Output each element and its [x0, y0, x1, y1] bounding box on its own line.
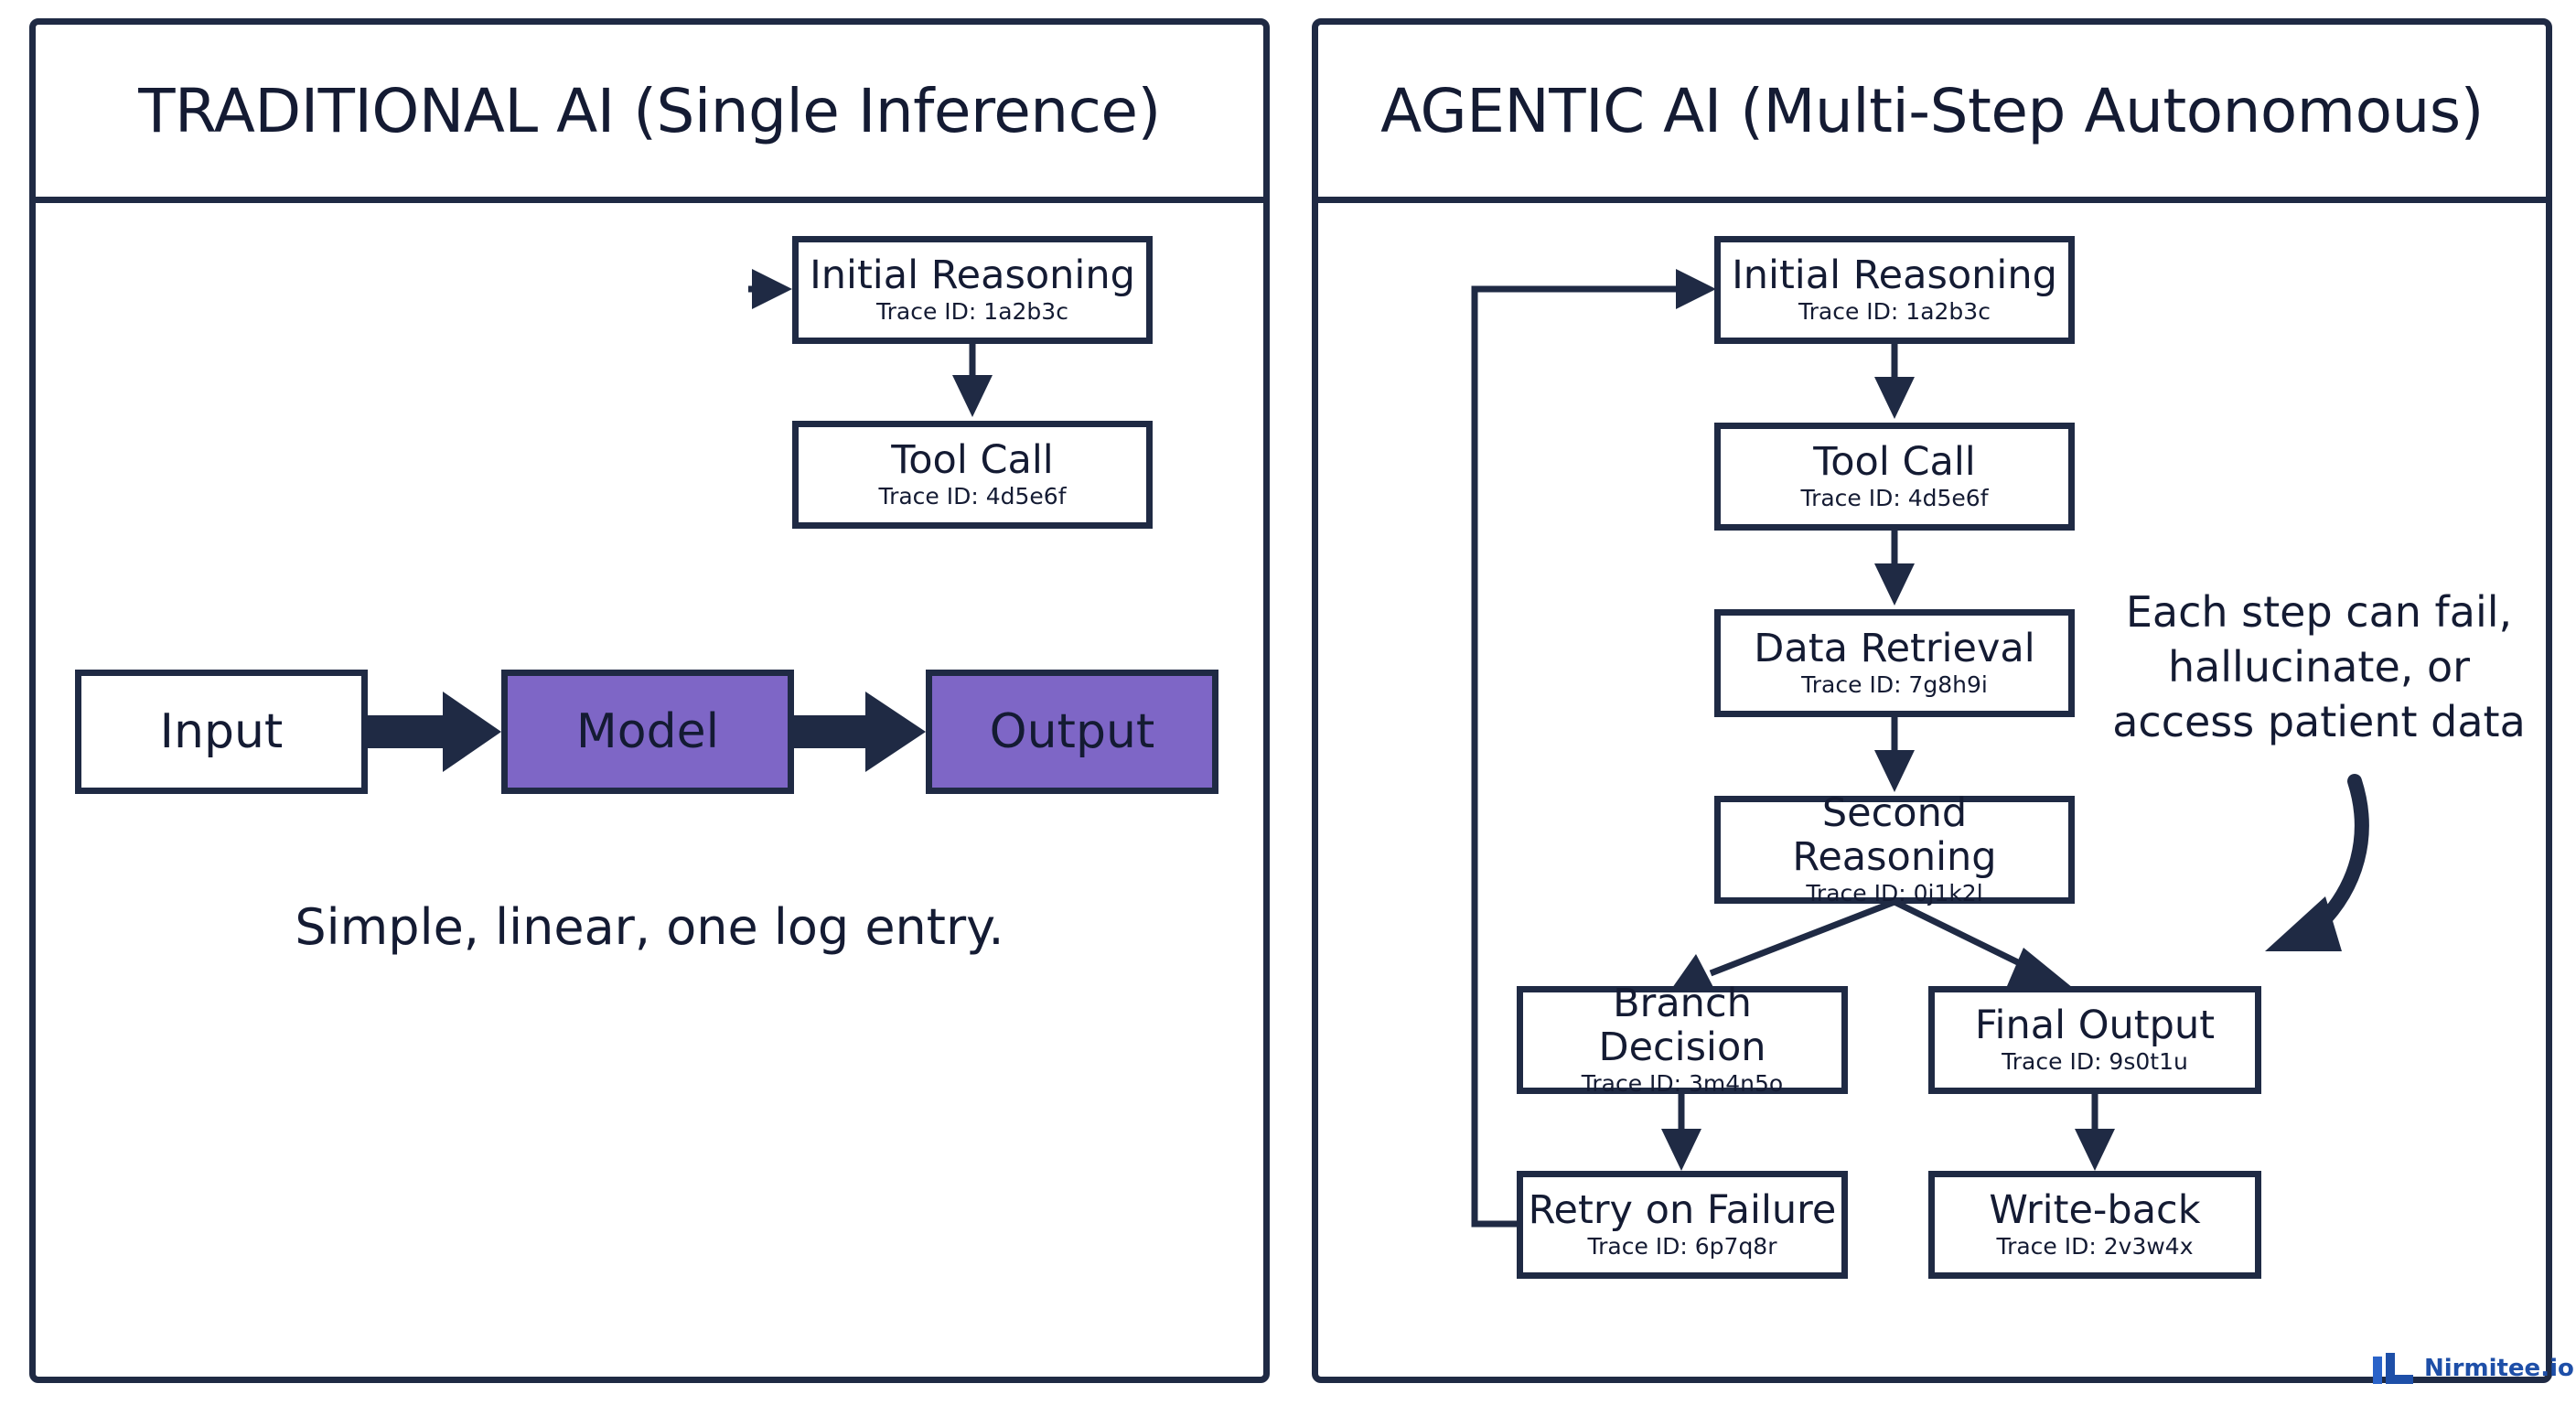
note-line: hallucinate, or	[2167, 641, 2471, 692]
traditional-ai-title: TRADITIONAL AI (Single Inference)	[36, 25, 1263, 203]
node-label: Input	[159, 704, 284, 759]
right-retry-loop-arrow	[1471, 269, 1716, 1228]
node-trace-id: Trace ID: 3m4n5o	[1581, 1069, 1784, 1097]
node-label: Tool Call	[891, 436, 1054, 483]
right-arrow-second-to-branch	[1672, 898, 1896, 992]
left-arrow-reasoning-to-toolcall	[952, 342, 993, 417]
right-node-final-output: Final Output Trace ID: 9s0t1u	[1928, 986, 2261, 1094]
node-label: Branch Decision	[1598, 980, 1766, 1070]
left-node-initial-reasoning: Initial Reasoning Trace ID: 1a2b3c	[792, 236, 1153, 344]
right-arrow-final-to-writeback	[2075, 1094, 2115, 1171]
node-label: Final Output	[1974, 1002, 2216, 1048]
node-trace-id: Trace ID: 1a2b3c	[876, 297, 1068, 325]
node-trace-id: Trace ID: 7g8h9i	[1801, 670, 1988, 698]
node-label: Data Retrieval	[1754, 625, 2035, 671]
node-label: Model	[575, 704, 720, 759]
node-trace-id: Trace ID: 1a2b3c	[1798, 297, 1991, 325]
right-arrow-branch-to-retry	[1661, 1094, 1701, 1171]
left-node-output: Output	[926, 670, 1218, 794]
right-node-data-retrieval: Data Retrieval Trace ID: 7g8h9i	[1714, 609, 2075, 717]
note-line: access patient data	[2112, 696, 2526, 746]
left-node-model: Model	[501, 670, 794, 794]
risk-callout-note: Each step can fail, hallucinate, or acce…	[2095, 585, 2543, 749]
right-arrow-toolcall-to-retrieval	[1874, 529, 1915, 606]
node-trace-id: Trace ID: 2v3w4x	[1996, 1232, 2194, 1260]
right-node-second-reasoning: Second Reasoning Trace ID: 0j1k2l	[1714, 790, 2075, 906]
brand-watermark: Nirmitee.io	[2373, 1350, 2574, 1387]
node-trace-id: Trace ID: 4d5e6f	[878, 482, 1067, 509]
node-label: Second Reasoning	[1792, 789, 1997, 880]
node-trace-id: Trace ID: 4d5e6f	[1800, 484, 1989, 511]
left-caption: Simple, linear, one log entry.	[295, 898, 1004, 956]
node-trace-id: Trace ID: 9s0t1u	[2002, 1047, 2188, 1075]
node-label: Retry on Failure	[1528, 1186, 1837, 1233]
node-trace-id: Trace ID: 6p7q8r	[1587, 1232, 1777, 1260]
note-line: Each step can fail,	[2125, 587, 2513, 637]
right-node-write-back: Write-back Trace ID: 2v3w4x	[1928, 1171, 2261, 1279]
right-arrow-second-to-final	[1893, 898, 2073, 988]
right-node-tool-call: Tool Call Trace ID: 4d5e6f	[1714, 423, 2075, 531]
callout-curved-arrow	[2265, 774, 2369, 951]
brand-name: Nirmitee.io	[2424, 1355, 2574, 1382]
node-label: Output	[989, 704, 1155, 759]
left-arrow-input-to-model	[366, 692, 501, 772]
right-arrow-retrieval-to-second	[1874, 715, 1915, 792]
node-trace-id: Trace ID: 0j1k2l	[1806, 879, 1983, 906]
left-entry-arrow	[748, 269, 792, 309]
agentic-ai-title: AGENTIC AI (Multi-Step Autonomous)	[1318, 25, 2546, 203]
nirmitee-logo-icon	[2373, 1353, 2413, 1384]
right-node-branch-decision: Branch Decision Trace ID: 3m4n5o	[1517, 981, 1848, 1097]
left-node-input: Input	[75, 670, 368, 794]
left-arrow-model-to-output	[792, 692, 926, 772]
right-arrow-reasoning-to-toolcall	[1874, 342, 1915, 419]
node-label: Write-back	[1989, 1186, 2201, 1233]
right-node-initial-reasoning: Initial Reasoning Trace ID: 1a2b3c	[1714, 236, 2075, 344]
node-label: Initial Reasoning	[810, 252, 1135, 298]
right-node-retry-on-failure: Retry on Failure Trace ID: 6p7q8r	[1517, 1171, 1848, 1279]
node-label: Initial Reasoning	[1732, 252, 2057, 298]
left-node-tool-call: Tool Call Trace ID: 4d5e6f	[792, 421, 1153, 529]
node-label: Tool Call	[1813, 438, 1976, 485]
